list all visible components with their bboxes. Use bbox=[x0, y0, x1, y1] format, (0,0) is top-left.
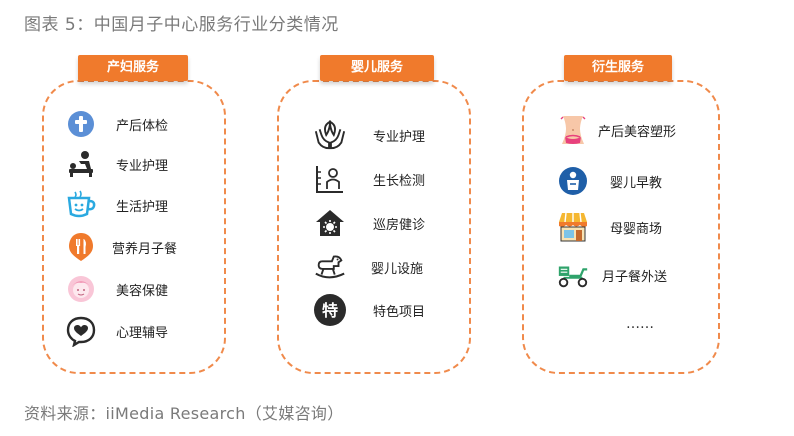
list-item: 生活护理 bbox=[64, 188, 168, 222]
item-label: 月子餐外送 bbox=[602, 269, 668, 285]
infant-services-heading: 婴儿服务 bbox=[320, 55, 434, 81]
massage-icon bbox=[64, 147, 98, 181]
item-label: 生活护理 bbox=[116, 199, 169, 215]
baby-education-icon bbox=[556, 164, 590, 198]
item-label: 婴儿设施 bbox=[371, 261, 424, 277]
item-label: 心理辅导 bbox=[116, 325, 169, 341]
item-label: 特色项目 bbox=[373, 304, 426, 320]
special-icon-char: 特 bbox=[322, 301, 338, 320]
list-item: 专业护理 bbox=[313, 118, 425, 152]
list-item: 美容保健 bbox=[64, 272, 168, 306]
list-item: 产后体检 bbox=[64, 107, 168, 141]
item-label: 巡房健诊 bbox=[373, 217, 426, 233]
rocking-horse-icon bbox=[313, 250, 347, 284]
heart-chat-icon bbox=[64, 314, 98, 348]
item-label: 生长检测 bbox=[373, 173, 426, 189]
special-project-icon: 特 bbox=[313, 293, 347, 327]
list-item: 婴儿早教 bbox=[556, 164, 662, 198]
medical-checkup-icon bbox=[64, 107, 98, 141]
item-label: 母婴商场 bbox=[610, 221, 663, 237]
item-label: 产后美容塑形 bbox=[598, 124, 677, 140]
more-ellipsis: …… bbox=[626, 316, 654, 332]
list-item: 产后美容塑形 bbox=[556, 113, 676, 147]
list-item: 营养月子餐 bbox=[64, 230, 177, 264]
coffee-cup-icon bbox=[64, 188, 98, 222]
source-note: 资料来源：iiMedia Research（艾媒咨询） bbox=[24, 404, 344, 423]
item-label: 专业护理 bbox=[116, 158, 169, 174]
infant-services-panel bbox=[277, 80, 471, 374]
item-label: 产后体检 bbox=[116, 118, 169, 134]
item-label: 专业护理 bbox=[373, 129, 426, 145]
list-item: 月子餐外送 bbox=[556, 258, 667, 292]
figure-title: 图表 5：中国月子中心服务行业分类情况 bbox=[24, 15, 339, 35]
beauty-face-icon bbox=[64, 272, 98, 306]
caring-hands-icon bbox=[313, 118, 347, 152]
item-label: 婴儿早教 bbox=[610, 175, 663, 191]
list-item: 婴儿设施 bbox=[313, 250, 423, 284]
body-shaping-icon bbox=[556, 113, 590, 147]
list-item: 巡房健诊 bbox=[313, 206, 425, 240]
derivative-services-heading: 衍生服务 bbox=[564, 55, 672, 81]
item-label: 美容保健 bbox=[116, 283, 169, 299]
maternal-services-panel bbox=[42, 80, 226, 374]
list-item: 心理辅导 bbox=[64, 314, 168, 348]
meal-icon bbox=[64, 230, 98, 264]
store-icon bbox=[556, 210, 590, 244]
derivative-services-panel bbox=[522, 80, 720, 374]
house-virus-icon bbox=[313, 206, 347, 240]
delivery-scooter-icon bbox=[556, 258, 590, 292]
item-label: 营养月子餐 bbox=[112, 241, 178, 257]
list-item: 专业护理 bbox=[64, 147, 168, 181]
list-item: 特 特色项目 bbox=[313, 293, 425, 327]
list-item: 生长检测 bbox=[313, 162, 425, 196]
maternal-services-heading: 产妇服务 bbox=[78, 55, 188, 81]
growth-measure-icon bbox=[313, 162, 347, 196]
list-item: 母婴商场 bbox=[556, 210, 662, 244]
